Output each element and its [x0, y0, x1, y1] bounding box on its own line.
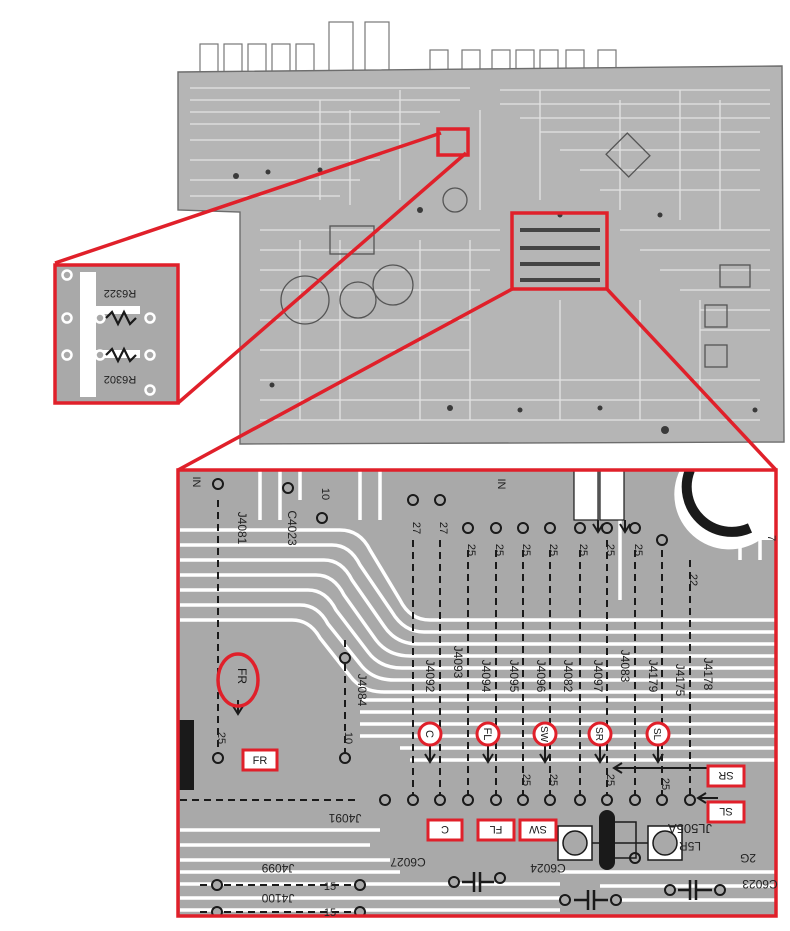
pin-number-top: 22: [687, 574, 699, 586]
top-components: [573, 470, 625, 521]
label-seven: 7: [765, 535, 777, 541]
jumper-label-j4179: J4179: [646, 660, 660, 693]
board-traces: [190, 87, 770, 421]
label-fifteen-b: 15: [324, 907, 336, 919]
jumper-label-j4083: J4083: [618, 650, 632, 683]
jumper-label-layer: J4092 J4093 J4094 J4095 J4096 J4082 J4097 J4083…: [423, 646, 715, 697]
inset-left: R6322 R6302: [53, 263, 180, 405]
label-jl505a: JL505A: [668, 821, 712, 836]
label-j4100: J4100: [261, 891, 294, 905]
board-outline: [177, 65, 785, 445]
boxed-sl: SL: [706, 800, 746, 824]
jumper-label-j4094: J4094: [479, 660, 493, 693]
label-j4099: J4099: [261, 861, 294, 875]
circled-sr-label: SR: [593, 727, 604, 741]
label-c6027: C6027: [390, 855, 426, 869]
circled-fr: FR: [216, 652, 260, 708]
circled-sw: SW: [532, 721, 558, 747]
circled-fl-label: FL: [481, 728, 493, 741]
jumper-label-j4097: J4097: [591, 660, 605, 693]
pin-number-top-layer: 27 27 25 25 25 25 25 25 25 22: [410, 522, 699, 586]
label-fifteen-a: 15: [324, 881, 336, 893]
boxed-sl-label: SL: [719, 805, 732, 817]
pin-number-mid: 25: [547, 774, 559, 786]
label-ten-mid: 10: [342, 732, 354, 744]
zoom-labels: J4081 C4023 IN 10 IN 7 J4084 10 25 J4091…: [190, 477, 778, 920]
pin-number-mid-layer: 25 25 25 25: [520, 774, 671, 790]
boxed-fr: FR: [241, 748, 279, 772]
boxed-channels: FR SR SL C FL SW: [241, 748, 746, 842]
pin-number-top: 25: [632, 544, 644, 556]
label-in-b: IN: [495, 479, 507, 490]
label-j4091: J4091: [328, 811, 361, 825]
pin-number-top: 25: [493, 544, 505, 556]
pin-number-top: 25: [577, 544, 589, 556]
circled-c: C: [417, 721, 443, 747]
label-fr-25: 25: [215, 732, 227, 744]
circled-fr-label: FR: [235, 668, 249, 684]
circled-sw-label: SW: [538, 726, 549, 743]
label-ten-top: 10: [319, 488, 331, 500]
boxed-sw-label: SW: [529, 823, 547, 835]
label-c6023: C6023: [742, 877, 778, 891]
boxed-fl-label: FL: [490, 823, 503, 835]
highlight-box-small: [436, 127, 470, 157]
board-dots: [233, 167, 758, 434]
boxed-fr-label: FR: [253, 755, 268, 767]
resistor-label-bottom: R6302: [104, 373, 136, 385]
jumper-label-j4093: J4093: [451, 646, 465, 679]
jumper-arrows: [232, 520, 718, 804]
pin-number-mid: 25: [659, 778, 671, 790]
circled-sl: SL: [645, 721, 671, 747]
jumper-dashed-lines: [180, 500, 691, 913]
boxed-c: C: [426, 818, 464, 842]
jumper-label-j4178: J4178: [701, 658, 715, 691]
circled-channels: FR C FL SW SR SL: [216, 652, 671, 747]
jumper-label-j4175: J4175: [673, 664, 687, 697]
pin-number-top: 25: [520, 544, 532, 556]
jl505a-component: [557, 810, 683, 870]
circled-fl: FL: [475, 721, 501, 747]
pin-number-top: 27: [437, 522, 449, 534]
chip-pads: [520, 228, 600, 282]
label-2g: 2G: [740, 851, 756, 865]
full-board-view: [177, 21, 785, 445]
inset-zoom: [176, 468, 778, 918]
boxed-sr: SR: [706, 764, 746, 788]
jumper-label-j4082: J4082: [561, 660, 575, 693]
pin-number-top: 25: [465, 544, 477, 556]
label-j4081: J4081: [235, 512, 249, 545]
pin-number-mid: 25: [520, 774, 532, 786]
pin-number-top: 27: [410, 522, 422, 534]
boxed-sr-label: SR: [718, 769, 733, 781]
circled-sr: SR: [587, 721, 613, 747]
capacitor-symbols: [462, 872, 712, 910]
circled-c-label: C: [423, 730, 435, 738]
zoom-connector-lines: [54, 131, 778, 472]
top-connectors: [199, 21, 617, 73]
boxed-fl: FL: [476, 818, 516, 842]
label-c4023: C4023: [285, 510, 299, 546]
resistor-label-top: R6322: [104, 287, 136, 299]
label-j4084: J4084: [355, 674, 369, 707]
pin-number-top: 25: [604, 544, 616, 556]
jumper-label-j4092: J4092: [423, 660, 437, 693]
boxed-sw: SW: [518, 818, 558, 842]
label-c6024: C6024: [530, 861, 566, 875]
pin-number-mid: 25: [604, 774, 616, 786]
label-in-a: IN: [190, 477, 202, 488]
jumper-label-j4096: J4096: [534, 660, 548, 693]
boxed-c-label: C: [441, 823, 449, 835]
jumper-label-j4095: J4095: [507, 660, 521, 693]
label-l5r: L5R: [679, 839, 701, 853]
pin-number-top: 25: [547, 544, 559, 556]
circled-sl-label: SL: [651, 728, 662, 741]
highlight-box-chip: [510, 211, 609, 291]
